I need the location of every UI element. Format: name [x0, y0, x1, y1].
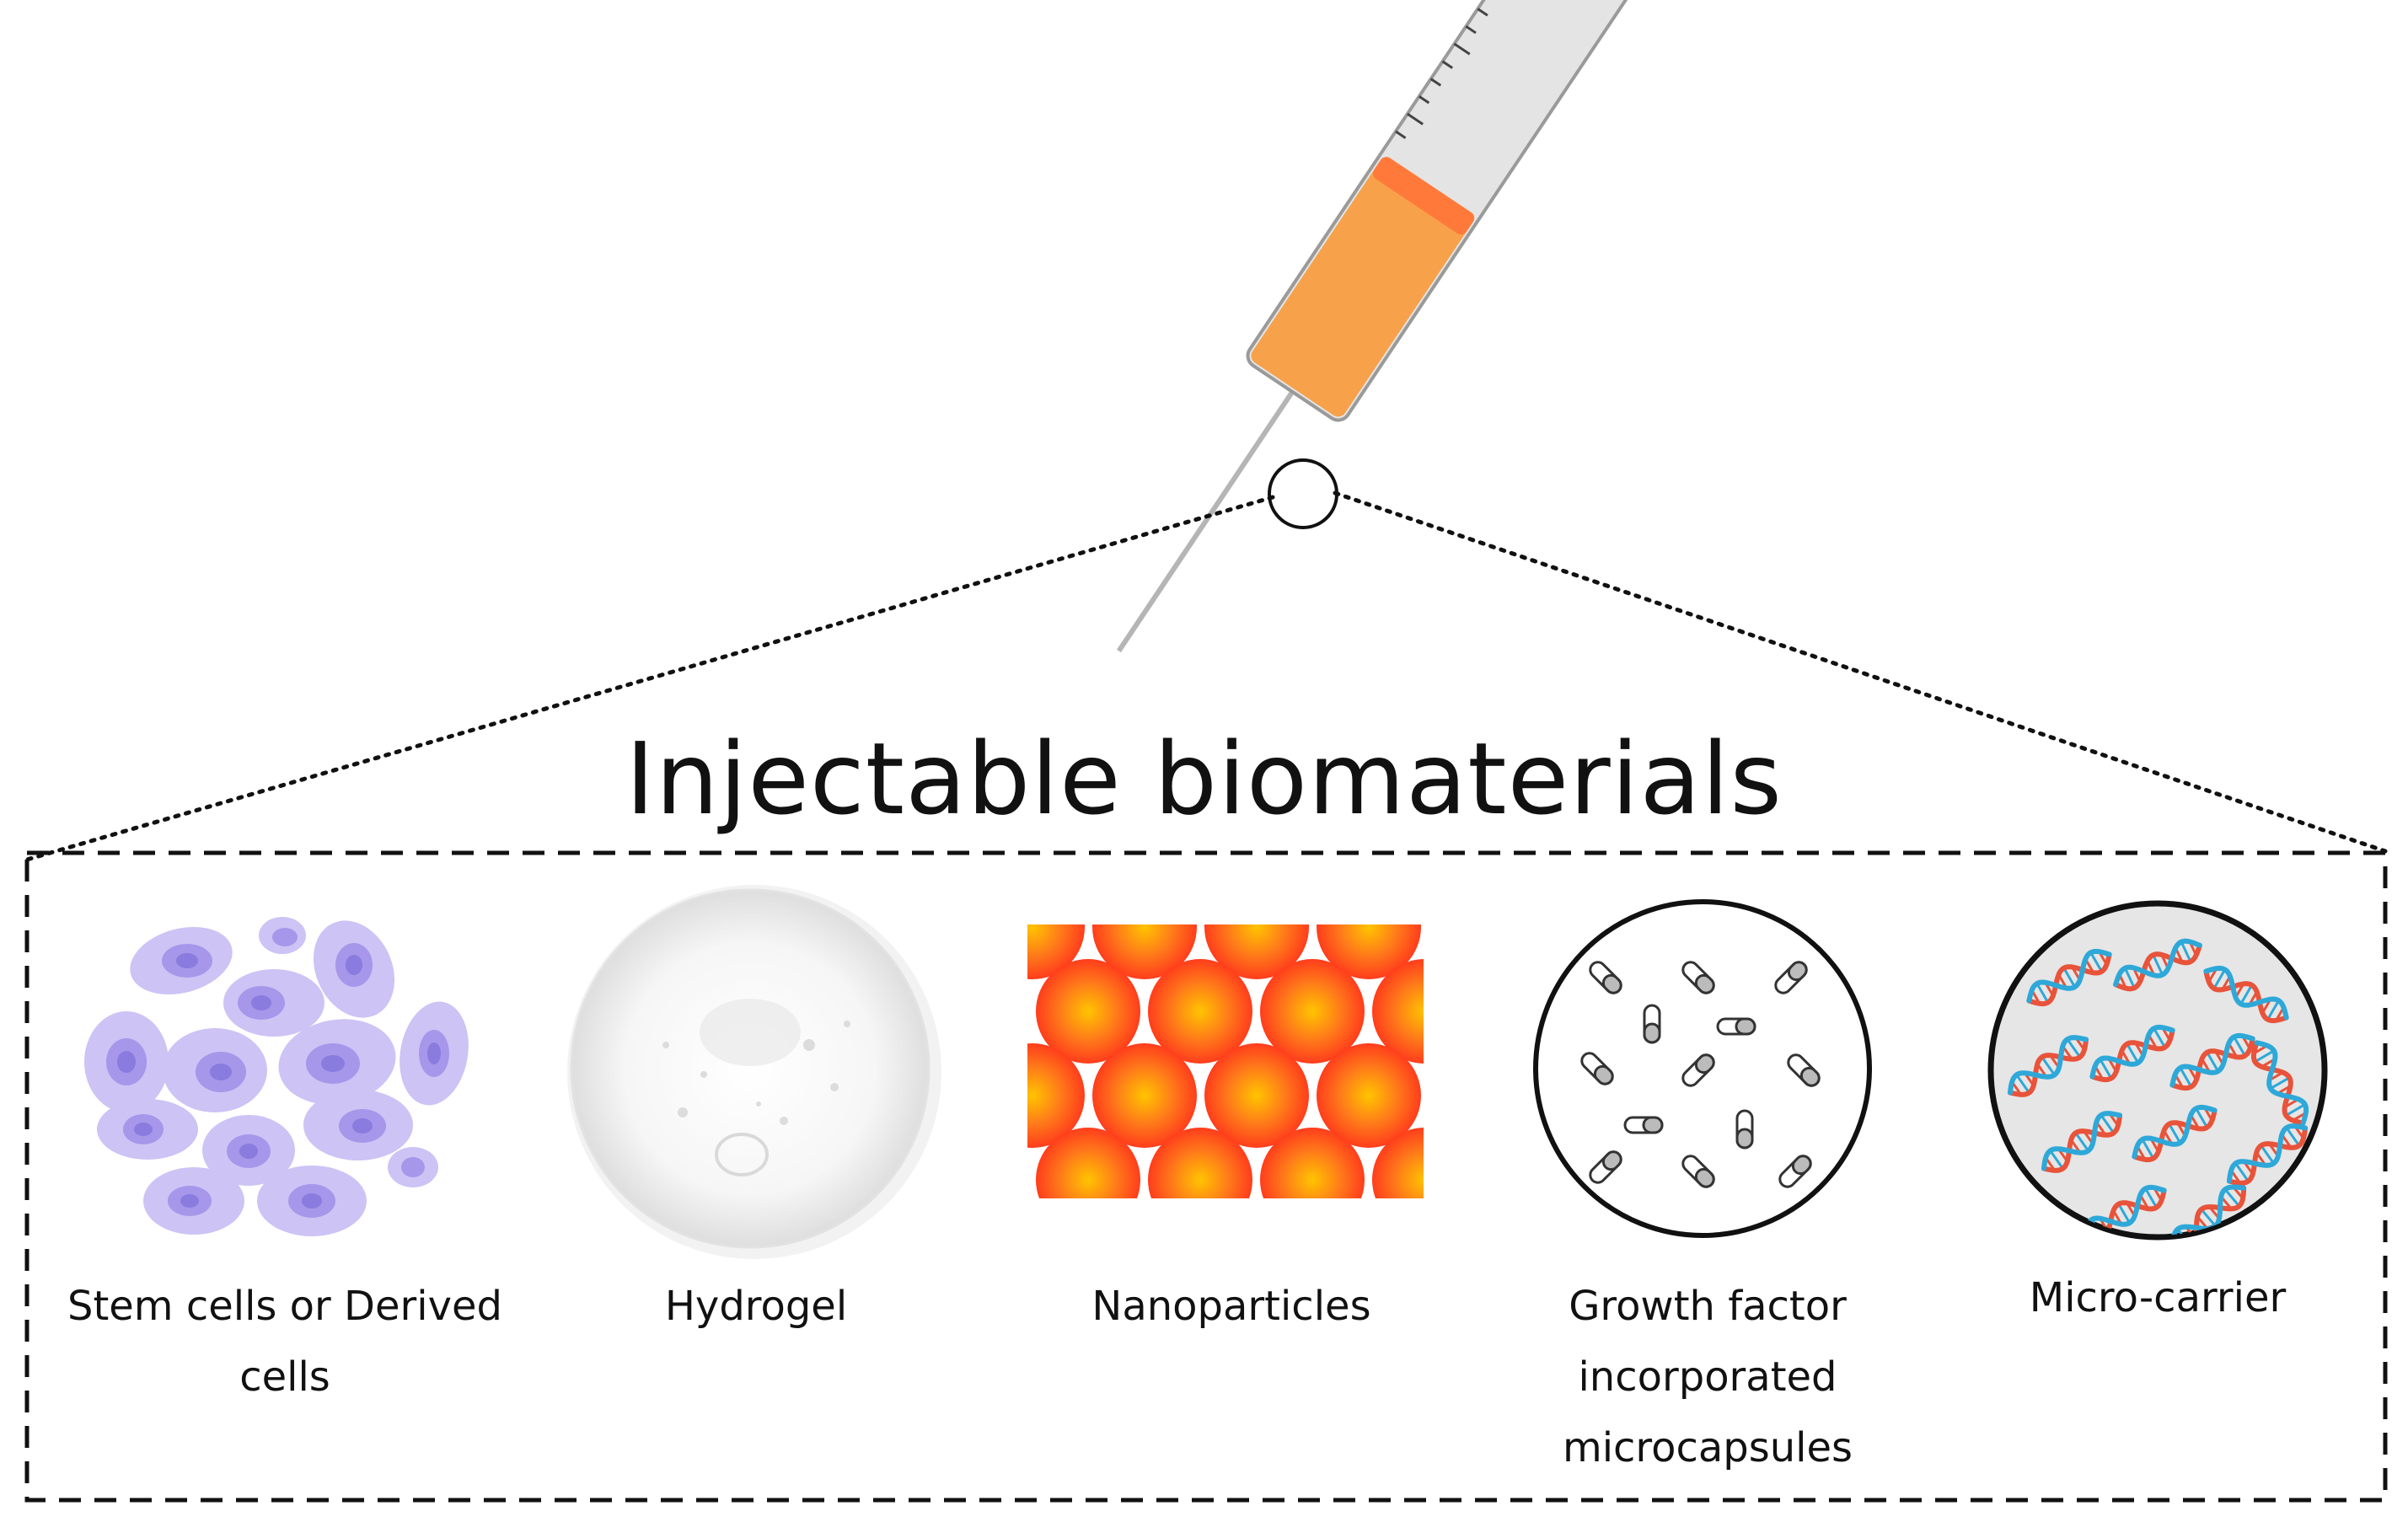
magnifier-circle — [1268, 458, 1338, 529]
dna-helix — [2007, 1035, 2089, 1097]
stem-cells-icon — [84, 917, 469, 1236]
microcapsule — [1623, 1116, 1664, 1134]
dna-helix — [2169, 1032, 2255, 1091]
nanoparticle — [1372, 959, 1424, 1064]
nanoparticle — [1092, 924, 1197, 979]
nanoparticle — [1036, 1128, 1140, 1198]
dna-helix — [2041, 1111, 2123, 1173]
microcapsule — [1787, 1053, 1821, 1087]
nanoparticle — [1027, 1043, 1085, 1148]
components-frame — [24, 850, 2388, 1503]
dna-helix — [2203, 965, 2289, 1024]
dna-helix — [2113, 938, 2202, 992]
microcapsule — [1643, 1004, 1661, 1044]
nanoparticle — [1036, 959, 1140, 1064]
needle — [1116, 369, 1309, 653]
nanoparticle — [1317, 1043, 1421, 1148]
dna-helix — [2026, 948, 2112, 1007]
liquid-surface — [1372, 157, 1475, 235]
zoom-line-left — [24, 495, 1275, 862]
barrel-graduations — [1395, 8, 1488, 139]
dna-helix — [2132, 1104, 2218, 1163]
nanoparticle — [1372, 1128, 1424, 1198]
nanoparticle — [1204, 924, 1309, 979]
microcapsule — [1681, 1053, 1715, 1087]
syringe-icon — [1116, 0, 1676, 653]
nanoparticle — [1204, 1043, 1309, 1148]
label-stem-cells: Stem cells or Derived cells — [67, 1283, 503, 1401]
hydrogel-icon — [567, 885, 941, 1259]
microcapsules-icon — [1533, 899, 1872, 1238]
syringe-liquid — [1251, 161, 1472, 417]
microcapsule — [1716, 1017, 1756, 1036]
microcapsule — [1735, 1109, 1754, 1150]
nanoparticle — [1092, 1043, 1197, 1148]
microcapsule — [1681, 961, 1715, 994]
diagram-title: Injectable biomaterials — [625, 721, 1783, 837]
nanoparticle — [1260, 959, 1365, 1064]
nanoparticle — [1148, 959, 1252, 1064]
nanoparticle — [1027, 924, 1085, 979]
nanoparticle — [1317, 924, 1421, 979]
label-nanoparticles: Nanoparticles — [1091, 1283, 1371, 1330]
nanoparticle — [1429, 1043, 1533, 1148]
nanoparticle — [1260, 1128, 1365, 1198]
microcapsule — [1778, 1155, 1812, 1188]
label-micro-carrier: Micro-carrier — [2029, 1274, 2287, 1321]
microcapsule — [1774, 961, 1808, 994]
label-hydrogel: Hydrogel — [664, 1283, 848, 1330]
nanoparticle — [1148, 1128, 1252, 1198]
dna-helix — [2089, 1024, 2175, 1083]
label-microcapsules: Growth factor incorporated microcapsules — [1562, 1283, 1853, 1471]
micro-carrier-icon — [1987, 900, 2328, 1241]
dna-helix — [2226, 1123, 2309, 1186]
nanoparticle — [1429, 875, 1533, 979]
nanoparticles-icon — [1027, 875, 1533, 1198]
dna-helix — [2250, 1040, 2309, 1126]
microcapsule — [1589, 1150, 1622, 1184]
zoom-line-right — [1333, 490, 2388, 854]
